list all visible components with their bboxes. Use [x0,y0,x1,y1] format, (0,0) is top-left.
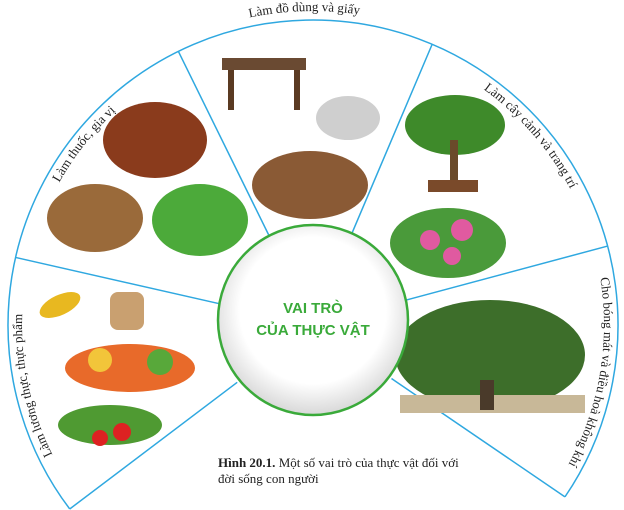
outer-arc [7,19,619,510]
food-images [39,292,195,446]
shade-tree-image [395,300,585,413]
segment-label: Làm đồ dùng và giấy [247,0,361,20]
center-circle [216,223,410,417]
medicine-images [47,102,248,256]
center-title-line1: VAI TRÒ [283,300,343,317]
divider-line [69,381,238,510]
divider-line [15,256,221,305]
divider-line [349,43,433,238]
caption-text: Một số vai trò của thực vật đối với đời … [218,455,459,486]
figure-caption: Hình 20.1. Một số vai trò của thực vật đ… [218,455,478,487]
caption-figure-number: Hình 20.1. [218,455,276,470]
center-title-line2: CỦA THỰC VẬT [256,322,370,339]
tools-images [222,58,380,219]
ornamental-images [390,95,506,278]
divider-line [404,245,608,302]
divider-line [177,51,272,241]
segment-label: Làm lương thực, thực phẩm [10,314,55,460]
center-title: VAI TRÒ CỦA THỰC VẬT [228,298,398,342]
